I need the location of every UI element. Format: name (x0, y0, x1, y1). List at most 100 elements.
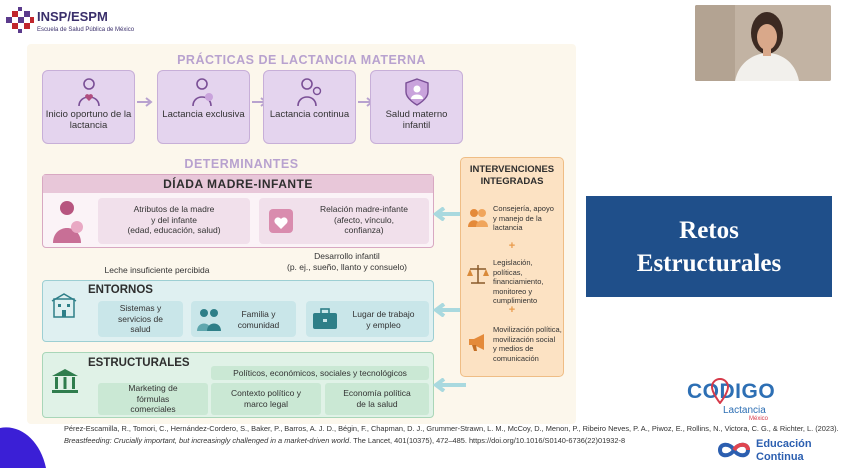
leche-insuficiente-label: Leche insuficiente percibida (104, 265, 210, 275)
presenter-video[interactable] (695, 5, 831, 81)
practicas-title: PRÁCTICAS DE LACTANCIA MATERNA (177, 53, 426, 67)
entornos-section: ENTORNOS Sistemas y servicios de salud F… (42, 280, 434, 342)
educacion-word: Educación (756, 438, 812, 450)
dyad-relacion: Relación madre-infante (afecto, vínculo,… (259, 198, 429, 244)
practice-label: Salud materno infantil (385, 109, 448, 131)
intervenciones-title-line: INTEGRADAS (480, 176, 544, 187)
entornos-line: Sistemas y (119, 303, 162, 313)
mother-heart-icon (77, 78, 100, 107)
mother-baby-icon (53, 201, 83, 243)
intervencion-line: y manejo de la (493, 213, 542, 223)
intervencion-line: Legislación, políticas, (493, 258, 533, 277)
presenter-avatar-icon (695, 5, 831, 81)
breastfeeding-icon (191, 78, 213, 107)
family-icon (197, 309, 221, 331)
megaphone-icon (469, 334, 484, 351)
logo-title: INSP/ESPM (37, 9, 108, 24)
estructurales-section: ESTRUCTURALES Políticos, económicos, soc… (42, 352, 434, 418)
desarrollo-line: Desarrollo infantil (314, 251, 380, 261)
insp-logo-mark-icon (6, 7, 34, 33)
arrow-right-icon (137, 97, 153, 107)
intervencion-line: Consejería, apoyo (493, 204, 554, 213)
practice-continua: Lactancia continua (263, 70, 356, 144)
dyad-attr-line: Atributos de la madre (133, 204, 215, 214)
estructurales-line: marco legal (244, 398, 288, 409)
codigo-lactancia-logo: CODIGO Lactancia México (687, 378, 797, 426)
estructurales-economia: Economía política de la salud (325, 383, 429, 415)
entornos-line: y empleo (366, 319, 401, 330)
citation-prefix: Pérez-Escamilla, R., Tomori, C., Hernánd… (64, 424, 839, 433)
intervencion-legislacion: Legislación, políticas, financiamiento, … (493, 258, 563, 306)
intervencion-movilizacion: Movilización política, movilización soci… (493, 325, 563, 363)
dyad-section: DÍADA MADRE-INFANTE Atributos de la madr… (42, 174, 434, 248)
institution-icon (52, 369, 78, 393)
retos-line: Estructurales (636, 250, 782, 277)
estructurales-top-cell: Políticos, económicos, sociales y tecnol… (211, 366, 429, 380)
practice-inicio: Inicio oportuno de la lactancia (42, 70, 135, 144)
people-group-icon (468, 209, 488, 227)
estructurales-line: fórmulas (136, 393, 170, 404)
estructurales-line: Contexto político y (231, 388, 301, 398)
estructurales-contexto: Contexto político y marco legal (211, 383, 321, 415)
practice-exclusiva: Lactancia exclusiva (157, 70, 250, 144)
estructurales-title: ESTRUCTURALES (88, 357, 190, 369)
continua-word: Continua (756, 451, 804, 463)
estructurales-marketing: Marketing de fórmulas comerciales (98, 383, 208, 415)
codigo-word: CODIGO (687, 380, 776, 403)
estructurales-line: Marketing de (128, 383, 178, 393)
entornos-title: ENTORNOS (88, 284, 153, 296)
estructurales-line: Economía política (343, 388, 411, 398)
dyad-rel-line: Relación madre-infante (320, 204, 408, 214)
intervenciones-title-line: INTERVENCIONES (469, 164, 555, 175)
shield-person-icon (404, 78, 429, 106)
practice-salud: Salud materno infantil (370, 70, 463, 144)
entornos-line: Familia y (241, 309, 276, 319)
entornos-familia: Familia y comunidad (191, 301, 296, 337)
infinity-logo-icon (717, 442, 751, 458)
practice-label: Lactancia continua (269, 109, 350, 120)
mother-child-icon (296, 78, 321, 107)
educacion-continua-logo: Educación Continua (716, 436, 836, 464)
dyad-attr-line: y del infante (151, 214, 197, 225)
heart-frame-icon (269, 209, 293, 233)
practice-label: Lactancia exclusiva (162, 109, 245, 120)
determinantes-title: DETERMINANTES (184, 157, 299, 171)
entornos-line: Lugar de trabajo (352, 309, 415, 319)
intervencion-line: y medios de (493, 344, 534, 353)
entornos-line: salud (130, 324, 151, 334)
slide-diagram: PRÁCTICAS DE LACTANCIA MATERNA Inicio op… (27, 44, 576, 424)
retos-estructurales-banner: Retos Estructurales (586, 196, 832, 297)
desarrollo-infantil-label: Desarrollo infantil (p. ej., sueño, llan… (257, 251, 437, 272)
intervencion-line: movilización social (493, 334, 556, 344)
intervencion-line: cumplimiento (493, 296, 538, 305)
decorative-arc-icon (0, 427, 46, 468)
intervencion-line: monitoreo y (493, 286, 533, 296)
intervenciones-section: INTERVENCIONES INTEGRADAS Consejería, ap… (460, 157, 564, 377)
entornos-line: servicios de (118, 313, 163, 324)
plus-icon: + (508, 240, 516, 252)
citation-text: Pérez-Escamilla, R., Tomori, C., Hernánd… (64, 423, 844, 446)
intervencion-line: Movilización política, (493, 325, 562, 334)
intervencion-line: financiamiento, (493, 277, 544, 286)
insp-logo: INSP/ESPM Escuela de Salud Pública de Mé… (6, 6, 166, 36)
plus-icon: + (508, 304, 516, 316)
lactancia-word: Lactancia (723, 405, 766, 416)
briefcase-icon (313, 308, 337, 329)
dyad-atributos: Atributos de la madre y del infante (eda… (98, 198, 250, 244)
entornos-line: comunidad (237, 319, 280, 330)
desarrollo-line: (p. ej., sueño, llanto y consuelo) (286, 261, 407, 272)
intervenciones-title: INTERVENCIONES INTEGRADAS (461, 164, 563, 188)
dyad-rel-line: confianza) (344, 225, 384, 235)
scales-icon (467, 265, 489, 284)
practice-label: Inicio oportuno de la lactancia (45, 109, 132, 131)
logo-subtitle: Escuela de Salud Pública de México (37, 27, 135, 33)
dyad-attr-line: (edad, educación, salud) (127, 225, 221, 235)
dyad-rel-line: (afecto, vínculo, (333, 214, 394, 225)
mexico-word: México (749, 416, 769, 422)
citation-title: Breastfeeding: Crucially important, but … (64, 435, 350, 445)
dyad-title: DÍADA MADRE-INFANTE (43, 175, 433, 193)
arrow-left-icon (432, 378, 466, 392)
building-icon (51, 293, 77, 318)
intervencion-consejeria: Consejería, apoyo y manejo de la lactanc… (493, 204, 563, 233)
citation-suffix: . The Lancet, 401(10375), 472–485. https… (349, 435, 626, 445)
